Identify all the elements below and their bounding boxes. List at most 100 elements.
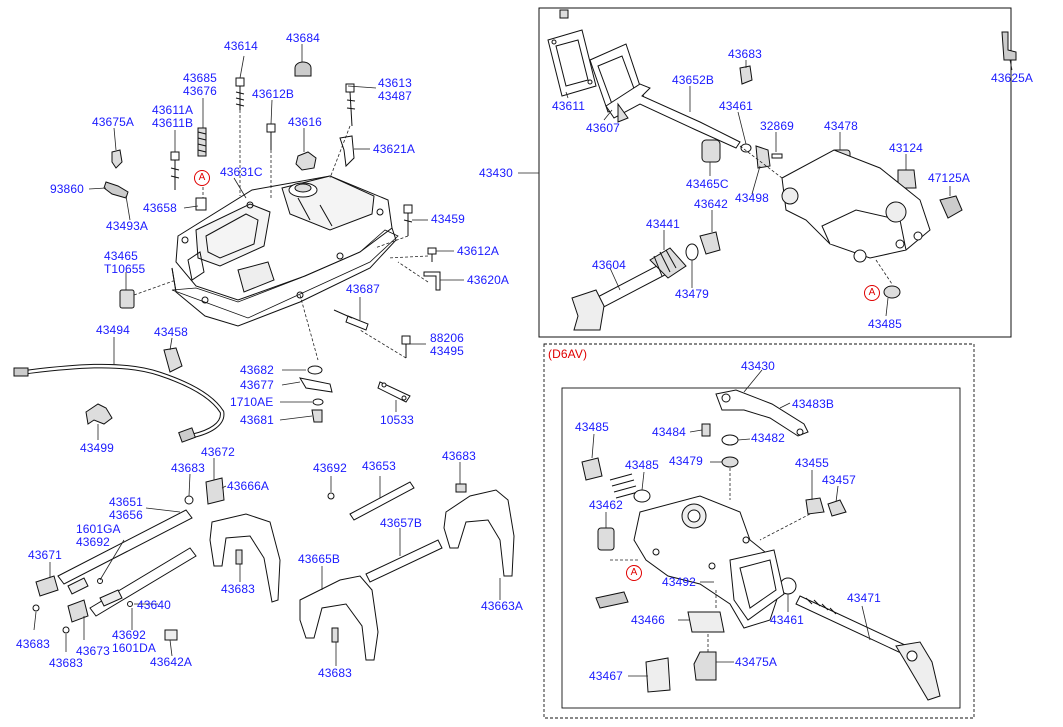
part-label-43621A[interactable]: 43621A — [373, 142, 415, 156]
part-label-43620A[interactable]: 43620A — [467, 273, 509, 287]
part-label-43478[interactable]: 43478 — [824, 119, 858, 133]
part-label-43124[interactable]: 43124 — [889, 141, 923, 155]
fitting-43499 — [85, 403, 113, 425]
d6av-label-43479[interactable]: 43479 — [669, 454, 703, 468]
part-label-43683-g[interactable]: 43683 — [728, 47, 762, 61]
part-label-43685-43676[interactable]: 43685 43676 — [183, 71, 217, 98]
part-label-43683-e[interactable]: 43683 — [442, 449, 476, 463]
part-label-43631C[interactable]: 43631C — [220, 165, 263, 179]
d6av-label-43461[interactable]: 43461 — [770, 613, 804, 627]
part-label-88206-43495[interactable]: 88206 43495 — [430, 331, 464, 358]
shift-fork-43666A — [209, 513, 281, 603]
d6av-label-43475A[interactable]: 43475A — [735, 655, 777, 669]
part-label-43612B[interactable]: 43612B — [252, 87, 294, 101]
reference-marker-a-d6av: A — [626, 565, 642, 581]
d6av-label-43462[interactable]: 43462 — [589, 498, 623, 512]
part-label-43692[interactable]: 43692 — [313, 461, 347, 475]
d6av-label-43482[interactable]: 43482 — [751, 431, 785, 445]
part-label-1601GA-43692[interactable]: 1601GA 43692 — [76, 522, 121, 549]
part-label-43498[interactable]: 43498 — [735, 191, 769, 205]
part-label-43458[interactable]: 43458 — [154, 325, 188, 339]
part-label-43681[interactable]: 43681 — [240, 413, 274, 427]
part-label-43663A[interactable]: 43663A — [481, 599, 523, 613]
part-label-43692-1601DA[interactable]: 43692 1601DA — [112, 628, 156, 655]
d6av-label-43466[interactable]: 43466 — [631, 613, 665, 627]
part-label-43494[interactable]: 43494 — [96, 323, 130, 337]
d6av-label-43485-b[interactable]: 43485 — [625, 458, 659, 472]
part-label-43465-T10655[interactable]: 43465 T10655 — [104, 249, 146, 276]
part-label-43604[interactable]: 43604 — [592, 258, 626, 272]
part-label-43441[interactable]: 43441 — [646, 217, 680, 231]
part-label-43614[interactable]: 43614 — [224, 39, 258, 53]
part-label-43673[interactable]: 43673 — [76, 644, 110, 658]
part-label-43683-b[interactable]: 43683 — [221, 582, 255, 596]
d6av-housing — [633, 495, 785, 629]
part-label-43611A-43611B[interactable]: 43611A 43611B — [152, 103, 194, 130]
shift-cover-body — [171, 175, 397, 327]
part-label-43653[interactable]: 43653 — [362, 459, 396, 473]
gasket-43611 — [547, 29, 597, 97]
d6av-label-43455[interactable]: 43455 — [795, 456, 829, 470]
part-label-10533[interactable]: 10533 — [380, 413, 414, 427]
part-label-43665B[interactable]: 43665B — [298, 552, 340, 566]
part-label-43675A[interactable]: 43675A — [92, 115, 134, 129]
part-label-43616[interactable]: 43616 — [288, 115, 322, 129]
part-label-1710AE[interactable]: 1710AE — [230, 395, 274, 409]
part-label-47125A[interactable]: 47125A — [928, 171, 970, 185]
part-label-43677[interactable]: 43677 — [240, 378, 274, 392]
part-label-43672[interactable]: 43672 — [201, 445, 235, 459]
d6av-label-43457[interactable]: 43457 — [822, 473, 856, 487]
d6av-label-43484[interactable]: 43484 — [652, 425, 686, 439]
d6av-variant-frame — [543, 343, 975, 719]
part-label-43607[interactable]: 43607 — [586, 121, 620, 135]
part-label-43612A[interactable]: 43612A — [457, 244, 499, 258]
part-label-43657B[interactable]: 43657B — [380, 516, 422, 530]
part-label-43687[interactable]: 43687 — [346, 282, 380, 296]
part-label-93860[interactable]: 93860 — [50, 182, 84, 196]
part-label-32869[interactable]: 32869 — [760, 119, 794, 133]
d6av-small-parts — [581, 423, 847, 693]
assembly-lines-d6av — [610, 468, 811, 652]
part-label-43430[interactable]: 43430 — [479, 166, 513, 180]
part-label-43651-43656[interactable]: 43651 43656 — [109, 495, 143, 522]
d6av-label-43483B[interactable]: 43483B — [792, 397, 834, 411]
d6av-label-43492[interactable]: 43492 — [662, 575, 696, 589]
shift-fork-43663A — [443, 489, 515, 577]
part-label-43642[interactable]: 43642 — [694, 197, 728, 211]
part-label-43683-f[interactable]: 43683 — [318, 666, 352, 680]
lever-43652B — [605, 83, 741, 149]
part-label-43684[interactable]: 43684 — [286, 31, 320, 45]
part-label-43459[interactable]: 43459 — [431, 212, 465, 226]
d6av-label-43467[interactable]: 43467 — [589, 669, 623, 683]
part-label-43625A[interactable]: 43625A — [991, 71, 1033, 85]
d6av-label-43471[interactable]: 43471 — [847, 591, 881, 605]
part-label-43652B[interactable]: 43652B — [672, 73, 714, 87]
part-label-43683-c[interactable]: 43683 — [16, 637, 50, 651]
part-label-43640[interactable]: 43640 — [137, 598, 171, 612]
d6av-label-43430[interactable]: 43430 — [741, 359, 775, 373]
shift-housing-43478 — [781, 149, 931, 263]
part-label-43658[interactable]: 43658 — [143, 201, 177, 215]
reference-marker-a-top: A — [194, 170, 210, 186]
part-label-43682[interactable]: 43682 — [240, 363, 274, 377]
part-label-43493A[interactable]: 43493A — [106, 219, 148, 233]
top-bolts — [103, 61, 441, 358]
part-label-43485[interactable]: 43485 — [868, 317, 902, 331]
part-label-43666A[interactable]: 43666A — [227, 479, 269, 493]
part-label-43479[interactable]: 43479 — [675, 287, 709, 301]
shift-cable-43494 — [13, 363, 225, 443]
variant-label: (D6AV) — [548, 347, 588, 361]
part-label-43671[interactable]: 43671 — [28, 548, 62, 562]
part-label-43499[interactable]: 43499 — [80, 441, 114, 455]
assembly-lines-right — [739, 145, 893, 285]
part-label-43683-d[interactable]: 43683 — [49, 656, 83, 670]
part-label-43613-43487[interactable]: 43613 43487 — [378, 76, 412, 103]
part-label-43642A[interactable]: 43642A — [150, 655, 192, 669]
part-label-43461[interactable]: 43461 — [719, 99, 753, 113]
shift-shaft-43604 — [571, 231, 721, 331]
d6av-label-43485-a[interactable]: 43485 — [575, 420, 609, 434]
part-label-43465C[interactable]: 43465C — [686, 177, 729, 191]
part-label-43683-a[interactable]: 43683 — [171, 461, 205, 475]
part-label-43611[interactable]: 43611 — [552, 99, 585, 113]
